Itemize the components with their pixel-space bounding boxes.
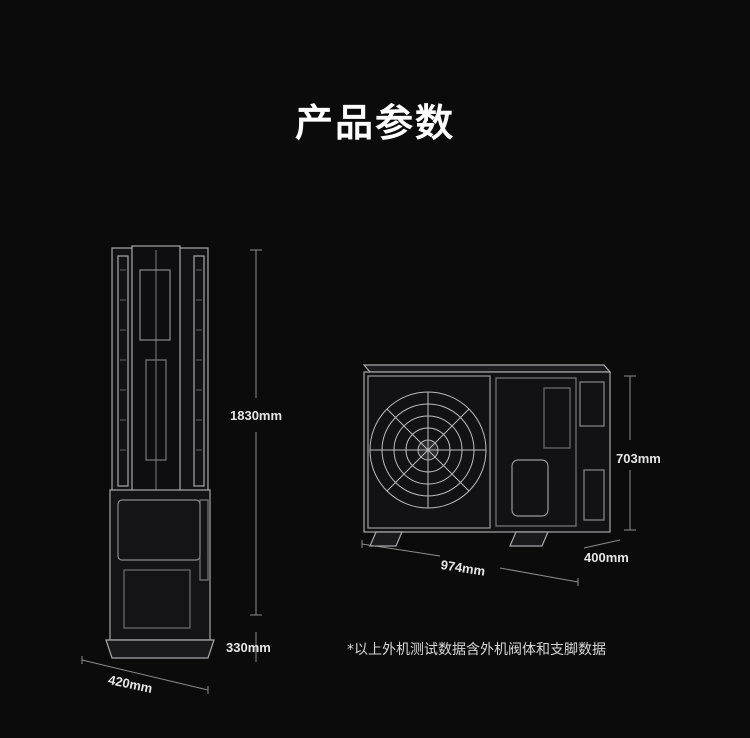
indoor-height-dim-line [250, 249, 262, 662]
indoor-unit-drawing [105, 245, 215, 659]
outdoor-depth-dim-line [583, 539, 621, 549]
outdoor-depth-label: 400mm [584, 550, 629, 565]
page-title: 产品参数 [294, 101, 455, 145]
outdoor-unit-drawing [362, 364, 612, 547]
indoor-height-label: 1830mm [230, 408, 283, 423]
footnote: *以上外机测试数据含外机阀体和支脚数据 [347, 642, 606, 658]
indoor-width-dim-line [81, 656, 209, 694]
outdoor-width-dim-line [361, 540, 579, 586]
outdoor-height-label: 703mm [616, 451, 661, 466]
indoor-base-label: 330mm [226, 640, 271, 655]
outdoor-height-dim-line [624, 375, 636, 531]
